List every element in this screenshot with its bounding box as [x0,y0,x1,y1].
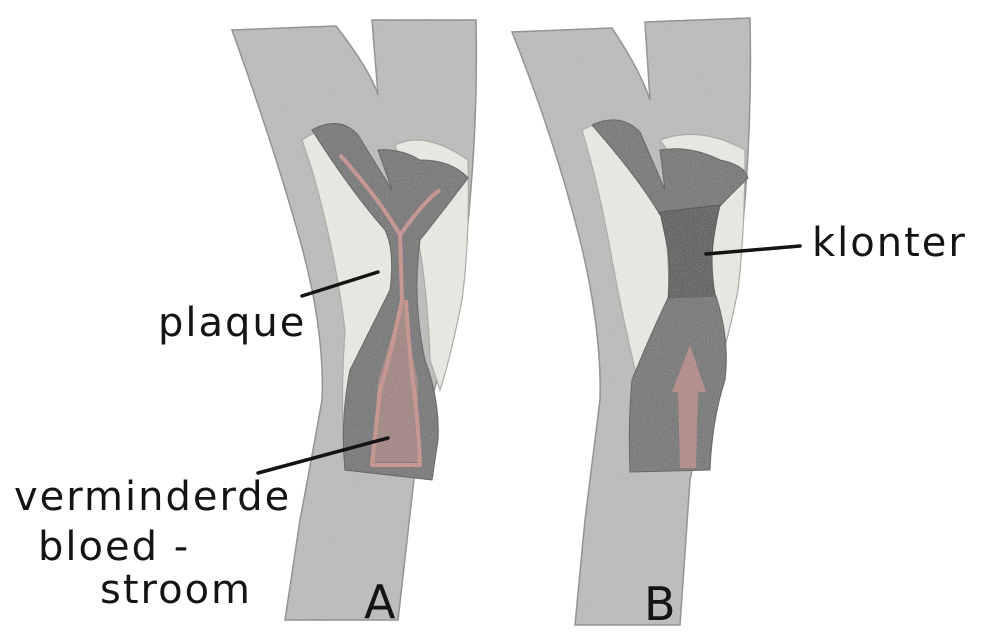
reduced-flow-label-line1: verminderde [14,474,291,520]
panel-b-vessel [512,18,750,625]
clot-label: klonter [812,220,967,266]
plaque-label: plaque [158,300,306,346]
reduced-flow-label-line2: bloed - [38,524,190,570]
panel-a-label: A [364,575,396,629]
panel-b-label: B [644,577,676,630]
reduced-flow-label-line3: stroom [100,567,252,613]
